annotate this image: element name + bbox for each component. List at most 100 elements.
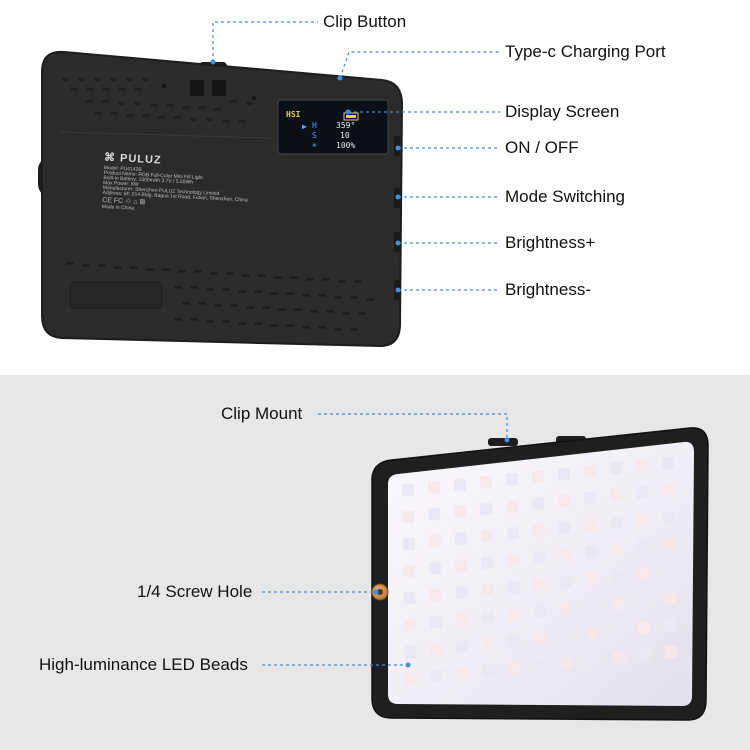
led-bead	[403, 592, 416, 604]
led-bead	[560, 602, 572, 615]
label-brightness-minus: Brightness-	[505, 280, 591, 299]
led-bead	[586, 600, 598, 613]
led-bead	[506, 500, 519, 513]
led-bead	[638, 621, 651, 634]
led-bead	[638, 648, 651, 661]
led-bead	[611, 570, 624, 583]
display-screen-part	[277, 99, 389, 155]
led-bead	[455, 586, 468, 599]
led-bead	[610, 489, 623, 502]
led-bead	[532, 524, 545, 537]
led-bead	[585, 546, 598, 559]
screen-mode: HSI	[286, 110, 301, 119]
led-bead	[404, 673, 417, 685]
led-bead	[507, 581, 520, 594]
label-display-screen: Display Screen	[505, 102, 620, 121]
led-bead	[636, 513, 649, 526]
led-bead	[402, 538, 415, 550]
led-bead	[481, 556, 494, 569]
led-bead	[584, 465, 596, 478]
led-bead	[636, 459, 648, 472]
led-bead	[663, 565, 676, 577]
led-bead	[610, 462, 622, 475]
led-bead	[637, 567, 650, 580]
led-bead	[558, 467, 570, 480]
screen-arrow-icon: ▶	[302, 122, 307, 131]
led-bead	[482, 610, 494, 623]
led-bead	[428, 508, 441, 521]
bottom-vents	[66, 262, 374, 331]
led-bead	[637, 540, 650, 553]
led-bead	[402, 511, 415, 523]
led-bead	[586, 654, 599, 667]
led-bead	[506, 527, 519, 540]
led-bead	[430, 670, 443, 683]
led-bead	[558, 521, 571, 534]
led-bead	[560, 629, 573, 642]
led-bead	[506, 473, 518, 486]
led-bead	[403, 565, 416, 577]
led-bead	[532, 470, 544, 483]
label-led-beads: High-luminance LED Beads	[39, 655, 248, 674]
label-brightness-plus: Brightness+	[505, 233, 596, 252]
led-bead	[612, 597, 624, 610]
led-bead	[612, 624, 625, 637]
led-bead	[454, 532, 467, 545]
callout-dots	[210, 59, 510, 668]
led-bead	[559, 575, 572, 588]
led-bead	[456, 667, 469, 680]
led-bead	[402, 484, 414, 496]
led-bead	[585, 573, 598, 586]
led-bead	[610, 516, 623, 529]
led-bead	[612, 651, 625, 664]
led-bead	[664, 646, 677, 658]
led-bead	[636, 486, 649, 499]
led-bead	[454, 505, 467, 518]
screen-s-value: 10	[340, 131, 350, 140]
led-bead	[456, 613, 468, 626]
led-bead	[482, 664, 495, 677]
led-bead	[508, 608, 520, 621]
screen-h-label: H	[312, 121, 317, 130]
led-bead	[429, 562, 442, 575]
top-vents	[62, 78, 253, 123]
screen-s-label: S	[312, 131, 317, 140]
led-bead	[430, 616, 442, 629]
led-bead	[456, 640, 469, 653]
label-clip-mount: Clip Mount	[221, 404, 303, 423]
led-bead	[663, 538, 676, 550]
label-screw-hole: 1/4 Screw Hole	[137, 582, 253, 601]
led-bead	[662, 457, 674, 469]
led-bead	[404, 646, 417, 658]
led-bead	[584, 492, 597, 505]
led-bead	[507, 554, 520, 567]
led-bead	[534, 632, 547, 645]
led-bead	[430, 643, 443, 656]
led-bead	[404, 619, 416, 631]
led-bead	[454, 478, 466, 491]
led-bead	[480, 529, 493, 542]
label-on-off: ON / OFF	[505, 138, 579, 157]
led-bead	[533, 551, 546, 564]
led-bead	[480, 502, 493, 515]
device-spec-block: Model: PU4142B Product Name: RGB Full-Co…	[102, 165, 249, 218]
led-bead	[455, 559, 468, 572]
led-bead	[533, 578, 546, 591]
led-bead	[558, 494, 571, 507]
led-bead	[586, 627, 599, 640]
led-bead	[534, 605, 546, 618]
led-bead	[482, 637, 495, 650]
led-bead	[508, 635, 521, 648]
led-bead	[429, 589, 442, 602]
screen-h-value: 359°	[336, 121, 356, 130]
label-clip-button: Clip Button	[323, 12, 407, 31]
led-bead	[428, 481, 440, 494]
led-bead	[638, 594, 650, 607]
led-bead	[584, 519, 597, 532]
screen-brightness-icon: ☀	[312, 141, 317, 150]
led-bead	[534, 659, 547, 672]
led-bead	[611, 543, 624, 556]
led-bead	[664, 619, 677, 631]
led-beads-grid	[402, 457, 677, 685]
